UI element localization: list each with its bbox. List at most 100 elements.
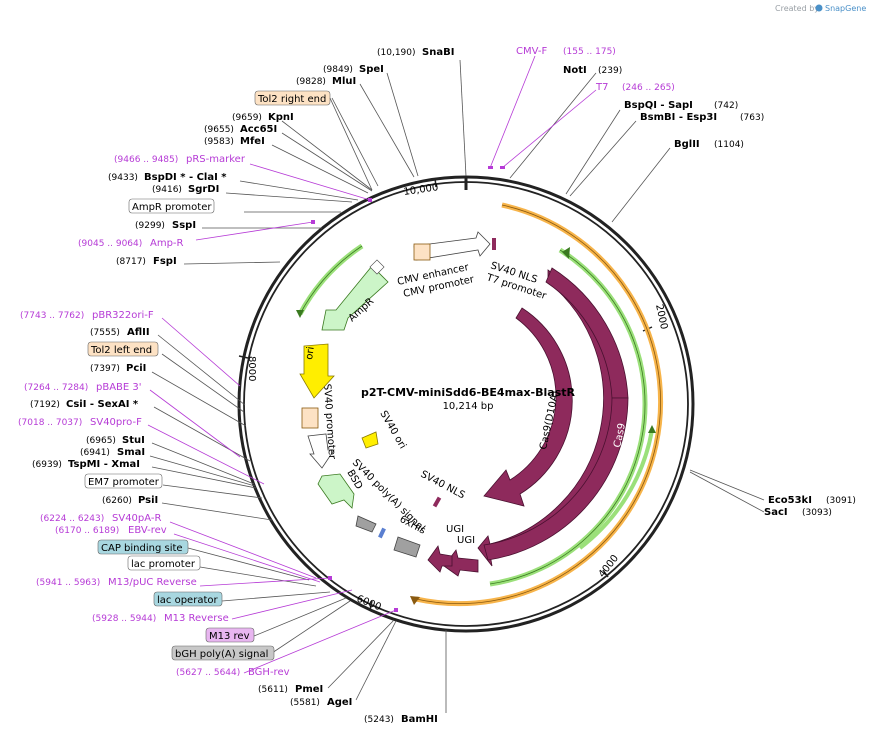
tick-8000-mark <box>238 355 249 359</box>
boxed-bgh-polya[interactable]: bGH poly(A) signal <box>171 645 275 661</box>
site-pmei-name: PmeI <box>295 684 323 695</box>
site-snabi-pos: (10,190) <box>377 48 416 58</box>
plasmid-title: p2T-CMV-miniSdd6-BE4max-BlastR 10,214 bp <box>361 386 575 412</box>
site-bspdi-name: BspDI * - ClaI * <box>144 172 227 183</box>
ori-feature[interactable]: ori <box>299 343 335 399</box>
site-eco53ki-pos: (3091) <box>826 496 856 506</box>
site-leaders <box>149 59 765 713</box>
site-csii-pos: (7192) <box>30 400 60 410</box>
cmv-feature[interactable]: CMV enhancer CMV promoter SV40 NLS T7 pr… <box>396 231 548 302</box>
boxed-tol2-left-text: Tol2 left end <box>90 345 152 356</box>
sv40-promoter-feature[interactable]: SV40 promoter <box>301 383 337 469</box>
primer-pbabe-name: pBABE 3' <box>96 382 142 393</box>
site-bglii-name: BglII <box>674 139 700 150</box>
cas9-d10a-feature[interactable]: Cas9(D10A) <box>483 307 573 507</box>
tol2-right-box[interactable] <box>413 243 431 261</box>
boxed-cap-binding[interactable]: CAP binding site <box>97 539 189 555</box>
primer-sv40pro-name: SV40pro-F <box>90 417 142 428</box>
site-noti-name: NotI <box>563 65 587 76</box>
sv40-ori-box[interactable] <box>361 431 379 449</box>
sv40-nls-top-mark[interactable] <box>492 238 496 250</box>
site-csii-name: CsiI - SexAI * <box>66 399 139 410</box>
boxed-em7-promoter[interactable]: EM7 promoter <box>84 473 163 489</box>
sv40-nls-bottom-mark[interactable] <box>432 496 442 508</box>
boxed-lac-operator[interactable]: lac operator <box>153 591 223 607</box>
bsd-feature[interactable]: BSD <box>317 468 364 509</box>
site-kpni-pos: (9659) <box>232 113 262 123</box>
sv40-promoter-label: SV40 promoter <box>321 383 337 460</box>
orange-arc-edge <box>415 204 662 605</box>
boxed-tol2-left[interactable]: Tol2 left end <box>87 341 159 357</box>
site-eco53ki-name: Eco53kI <box>768 495 812 506</box>
primer-m13rev-name: M13 Reverse <box>164 613 229 624</box>
site-bamhi-name: BamHI <box>401 714 438 725</box>
site-snabi-name: SnaBI <box>422 47 454 58</box>
site-mlui-pos: (9828) <box>296 77 326 87</box>
site-kpni-name: KpnI <box>268 112 294 123</box>
site-pmei-pos: (5611) <box>258 685 288 695</box>
primer-mark-cmv-f <box>488 166 493 169</box>
boxed-tol2-right[interactable]: Tol2 right end <box>254 90 373 191</box>
primer-pbr322-name: pBR322ori-F <box>92 310 154 321</box>
ampr-feature[interactable]: AmpR <box>321 259 389 331</box>
site-stui-pos: (6965) <box>86 436 116 446</box>
tol2-left-box[interactable] <box>301 407 319 429</box>
site-saci-pos: (3093) <box>802 508 832 518</box>
ugi-arrow-1[interactable] <box>443 549 479 577</box>
site-labels-left: (9849) SpeI (9828) MluI (9659) KpnI (965… <box>30 64 438 725</box>
polya-box[interactable] <box>355 515 377 533</box>
his-box[interactable] <box>393 536 421 558</box>
cas9-feature[interactable]: Cas9 <box>477 267 629 567</box>
sv40-ori-label: SV40 ori <box>377 409 408 451</box>
boxed-m13-rev[interactable]: M13 rev <box>205 627 255 643</box>
primer-cmv-f-name: CMV-F <box>516 46 547 57</box>
cas9-arrow-body[interactable] <box>483 397 629 561</box>
site-smai-pos: (6941) <box>80 448 110 458</box>
boxed-m13-rev-text: M13 rev <box>209 631 250 642</box>
primer-pbr322-pos: (7743 .. 7762) <box>20 311 84 321</box>
site-psii-pos: (6260) <box>102 496 132 506</box>
site-sspi-name: SspI <box>172 220 196 231</box>
sv40-nls-bottom-label: SV40 NLS <box>419 469 467 501</box>
his-tag-mark[interactable] <box>378 527 386 539</box>
primer-t7-name: T7 <box>595 82 608 93</box>
primer-pbabe-pos: (7264 .. 7284) <box>24 383 88 393</box>
ugi-features[interactable]: UGI UGI <box>427 524 479 577</box>
site-bglii-pos: (1104) <box>714 140 744 150</box>
bsd-arrow[interactable] <box>317 473 355 509</box>
site-aflii-pos: (7555) <box>90 328 120 338</box>
snapgene-logo-icon <box>815 4 823 12</box>
site-sspi-pos: (9299) <box>135 221 165 231</box>
ori-arrow[interactable] <box>299 343 335 399</box>
tick-6000-mark <box>369 600 373 611</box>
ampr-promoter-box[interactable] <box>369 259 385 275</box>
primer-bgh-pos: (5627 .. 5644) <box>176 668 240 678</box>
primer-m13puc-name: M13/pUC Reverse <box>108 577 197 588</box>
ampr-arrow[interactable] <box>321 265 389 331</box>
green-arc-inner-head <box>648 425 656 433</box>
site-mfei-pos: (9583) <box>204 137 234 147</box>
boxed-lac-promoter[interactable]: lac promoter <box>127 555 201 571</box>
primer-t7-pos: (246 .. 265) <box>622 83 675 93</box>
ugi-arrow-2[interactable] <box>427 545 453 573</box>
primer-prs-name: pRS-marker <box>186 154 246 165</box>
primer-labels: CMV-F (155 .. 175) T7 (246 .. 265) (9466… <box>18 46 675 678</box>
sv40-ori-feature[interactable]: SV40 ori <box>361 409 408 451</box>
boxed-ampr-promoter-text: AmpR promoter <box>132 202 212 213</box>
sv40-promoter-arrow[interactable] <box>307 433 335 469</box>
sv40-nls-bottom-feature[interactable]: SV40 NLS <box>419 469 467 508</box>
boxed-tol2-right-text: Tol2 right end <box>257 94 326 105</box>
his-polya-features[interactable]: 6xHis SV40 poly(A) signal <box>350 457 427 558</box>
brand-text: SnapGene <box>825 4 866 13</box>
primer-marks <box>311 166 505 612</box>
cas9-d10a-arrow[interactable] <box>483 307 573 507</box>
tick-10000: 10,000 <box>403 182 439 198</box>
ampr-arc-head <box>296 310 304 318</box>
primer-mark-ampr <box>311 220 315 224</box>
site-spei-name: SpeI <box>359 64 384 75</box>
site-agei-name: AgeI <box>327 697 352 708</box>
boxed-ampr-promoter[interactable]: AmpR promoter <box>128 198 215 214</box>
green-arc-outer-edge <box>489 249 646 585</box>
tick-4000-mark <box>602 569 609 578</box>
primer-cmv-f-pos: (155 .. 175) <box>563 47 616 57</box>
